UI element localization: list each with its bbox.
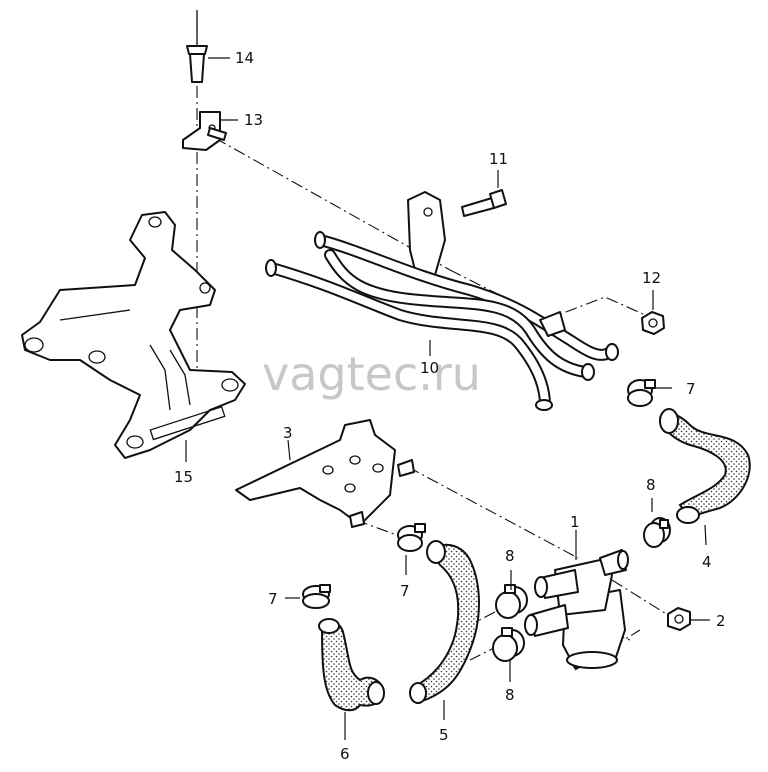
clamp-7-top (627, 379, 656, 407)
bracket-part-13 (182, 111, 227, 151)
hose-part-5 (409, 540, 480, 704)
nut-part-2 (667, 607, 691, 631)
clamp-8-lower (492, 627, 525, 662)
hose-part-6 (318, 618, 385, 712)
valve-part-1 (524, 549, 629, 669)
nut-part-12 (641, 311, 665, 335)
bolt-part-11 (461, 189, 507, 217)
clamp-8-right (643, 517, 671, 548)
clamp-7-middle (397, 523, 426, 552)
hose-clamps (302, 379, 671, 662)
callout-13: 13 (244, 111, 263, 129)
rivet-part-14 (186, 10, 208, 83)
callout-7-middle: 7 (400, 582, 410, 600)
callout-8-right: 8 (646, 476, 656, 494)
callout-8-upper: 8 (505, 547, 515, 565)
callout-5: 5 (439, 726, 449, 744)
callout-3: 3 (283, 424, 293, 442)
hoses (318, 408, 751, 712)
callout-4: 4 (702, 553, 712, 571)
callout-8-lower: 8 (505, 686, 515, 704)
callout-10: 10 (420, 359, 439, 377)
callout-12: 12 (642, 269, 661, 287)
clamp-7-left (302, 584, 331, 609)
heater-pipes-part-10 (265, 191, 619, 411)
watermark-text: vagtec.ru (262, 347, 481, 401)
hose-part-4 (658, 408, 751, 524)
callout-7-top: 7 (686, 380, 696, 398)
mounting-bracket-part-15 (21, 211, 246, 459)
callout-1: 1 (570, 513, 580, 531)
callout-6: 6 (340, 745, 350, 763)
bracket-plate-part-3 (235, 419, 415, 528)
callout-labels: 1 2 3 4 5 6 7 7 7 8 8 8 10 11 12 13 14 1… (174, 49, 726, 763)
callout-11: 11 (489, 150, 508, 168)
callout-15: 15 (174, 468, 193, 486)
leader-lines (185, 57, 710, 740)
clamp-8-upper (495, 584, 528, 619)
callout-2: 2 (716, 612, 726, 630)
callout-7-left: 7 (268, 590, 278, 608)
callout-14: 14 (235, 49, 254, 67)
